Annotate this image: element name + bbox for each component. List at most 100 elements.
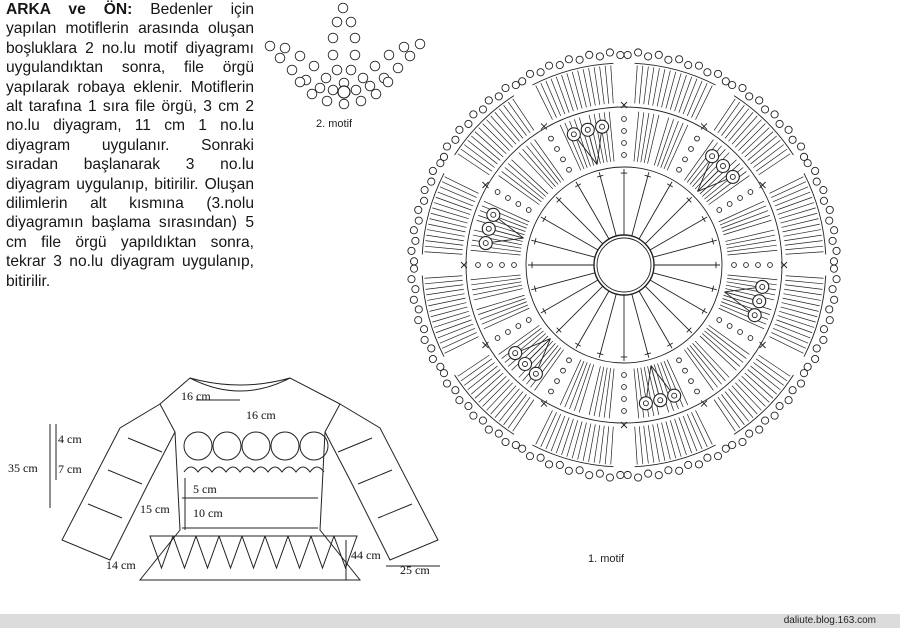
picot-chain [555,460,564,469]
bobble-core [720,163,726,169]
chain-dot [548,135,554,142]
outer-fan-stitch [755,358,788,382]
outer-fan-stitch [566,420,579,457]
spoke-tick [596,174,604,178]
fan-stitch [507,163,546,197]
fan-stitch [504,167,544,200]
outer-fan-stitch [721,394,745,425]
picot-chain [811,354,820,364]
picot-chain [825,216,834,225]
outer-fan-stitch [782,297,820,307]
fan-stitch [702,333,741,367]
outer-fan-stitch [744,131,774,158]
fan-stitch [574,363,591,411]
outer-fan-stitch [540,412,557,447]
outer-fan-stitch [682,415,698,452]
yoke-motif [270,431,300,461]
picot-chain [761,105,770,114]
picot-chain [455,396,464,405]
outer-fan-stitch [439,327,476,344]
outer-fan-stitch [442,332,477,349]
fan-stitch [479,301,527,320]
right-sleeve [324,403,439,561]
motif-2-center [337,85,351,99]
spoke-stitch [649,279,708,314]
fan-stitch [470,249,521,256]
picot-chain [796,142,806,151]
fan-stitch [608,111,615,162]
outer-fan-stitch [471,135,501,161]
outer-fan-stitch [433,315,471,328]
chain-dot [726,323,733,329]
outer-fan-stitch [724,108,750,139]
picot-chain [525,452,535,461]
scallop-arc [532,62,614,86]
picot-chain [518,77,527,86]
sc-mark [460,261,468,269]
chain-dot [621,384,627,390]
picot-chain [799,369,809,378]
picot-chain [436,362,445,371]
outer-fan-stitch [769,176,804,194]
outer-fan-stitch [582,423,592,461]
outer-fan-stitch [774,323,811,339]
outer-fan-stitch [772,327,809,344]
outer-fan-stitch [471,369,501,395]
chain-dot [716,207,723,213]
sc-mark [540,400,548,407]
outer-fan-stitch [686,413,703,450]
outer-fan-stitch [494,388,520,418]
chain-dot [688,378,694,384]
fan-stitch [476,294,525,311]
outer-fan-stitch [512,98,535,131]
outer-fan-stitch [429,302,467,312]
fan-stitch [637,112,645,162]
outer-fan-stitch [467,365,498,391]
instruction-body: Bedenler için yapılan motiflerin arasınd… [6,1,254,290]
picot-chain [409,257,419,266]
picot-chain [761,416,770,425]
chain-dot [499,262,505,268]
picot-chain [675,55,684,64]
fan-stitch [653,117,670,166]
outer-fan-stitch [682,78,698,115]
sleeve-band [357,469,393,485]
outer-fan-stitch [577,70,587,108]
motif-2-diagram [264,2,426,110]
picot-chain [511,440,520,450]
picot-chain [420,335,429,344]
bobble-stitch [752,294,767,309]
outer-fan-stitch [498,391,524,422]
outer-fan-stitch [435,196,472,211]
outer-fan-stitch [784,240,823,246]
chain-dot [525,317,532,323]
scallop-arc [421,275,445,357]
outer-fan-stitch [785,279,824,285]
picot-chain [409,295,418,304]
fan-stitch [699,335,737,371]
spoke-stitch [555,285,604,334]
outer-fan-stitch [435,319,472,334]
outer-fan-stitch [550,415,566,452]
spoke-stitch [631,172,650,237]
spoke-tick [701,216,706,223]
picot-chain [545,61,554,70]
spoke-tick [711,285,715,293]
skirt-triangle [241,535,266,570]
picot-chain [536,453,545,462]
outer-fan-stitch [643,66,649,105]
chain-dot [621,372,627,378]
outer-fan-stitch [674,418,687,456]
fan-stitch [559,359,582,406]
picot-chain [728,440,737,450]
bobble-stitch [638,396,653,411]
yoke-motif [299,431,329,461]
chain-dot [731,262,737,268]
sc-mark [759,181,766,189]
spoke-tick [644,352,652,356]
outer-fan-stitch [474,131,504,158]
skirt-triangle [195,535,220,570]
bobble-core [485,225,492,232]
picot-chain [755,425,764,434]
chain-dot [716,317,723,323]
